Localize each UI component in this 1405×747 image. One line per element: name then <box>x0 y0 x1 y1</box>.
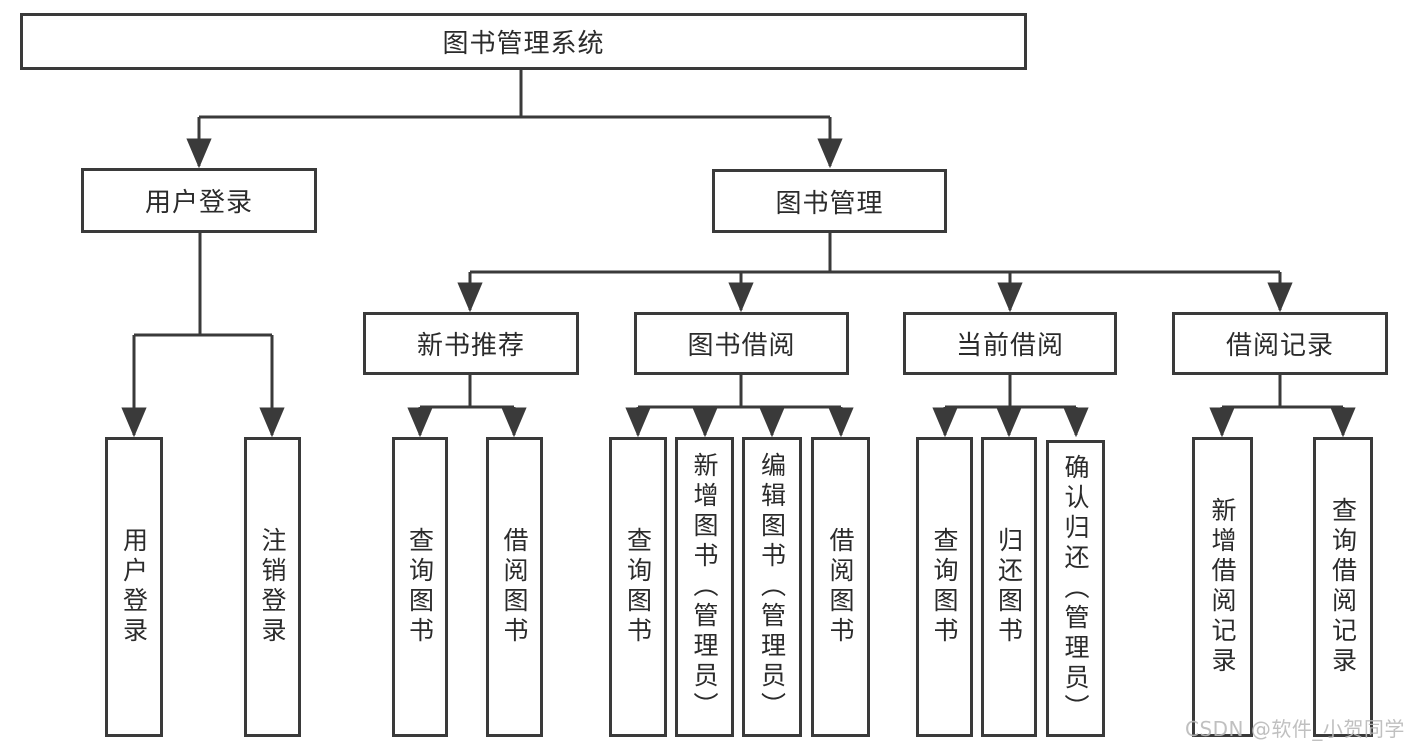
leaf-add-books-admin: 新增图书（管理员） <box>675 437 734 737</box>
leaf-borrow-books: 借阅图书 <box>811 437 870 737</box>
node-borrowing-records: 借阅记录 <box>1172 312 1388 375</box>
leaf-confirm-return-admin: 确认归还（管理员） <box>1046 440 1105 737</box>
leaf-query-borrow-record: 查询借阅记录 <box>1313 437 1373 737</box>
leaf-add-borrow-record: 新增借阅记录 <box>1192 437 1253 737</box>
node-library-management-system: 图书管理系统 <box>20 13 1027 70</box>
leaf-query-books-borrowing: 查询图书 <box>609 437 667 737</box>
leaf-borrow-books-recommend: 借阅图书 <box>486 437 543 737</box>
leaf-user-login: 用户登录 <box>105 437 163 737</box>
node-book-management: 图书管理 <box>712 169 947 233</box>
leaf-edit-books-admin: 编辑图书（管理员） <box>742 437 802 737</box>
leaf-query-books-current: 查询图书 <box>916 437 973 737</box>
node-new-book-recommendation: 新书推荐 <box>363 312 579 375</box>
node-user-login: 用户登录 <box>81 168 317 233</box>
csdn-watermark: CSDN @软件_小贺同学 <box>1185 717 1405 741</box>
leaf-logout: 注销登录 <box>244 437 301 737</box>
node-book-borrowing: 图书借阅 <box>634 312 849 375</box>
node-current-borrowing: 当前借阅 <box>903 312 1117 375</box>
leaf-query-books-recommend: 查询图书 <box>392 437 448 737</box>
leaf-return-books: 归还图书 <box>981 437 1037 737</box>
